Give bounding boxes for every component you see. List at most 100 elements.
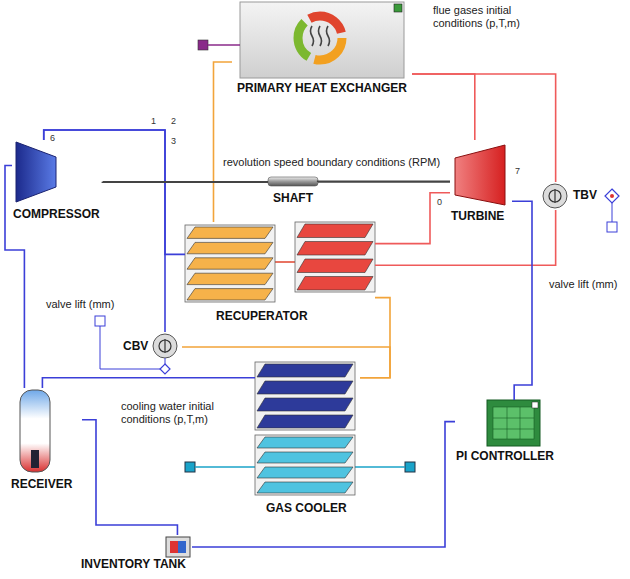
pipe-line [82,420,177,535]
recuperator: RECUPERATOR [185,222,375,330]
pipe-line [103,181,268,184]
illustration-part [255,362,355,430]
port-number: 6 [49,133,56,143]
pipe-line [44,130,185,254]
component-label: COMPRESSOR [12,208,101,222]
note-label: revolution speed boundary conditions (RP… [222,156,441,169]
component-label: INVENTORY TANK [80,558,187,572]
note-label: valve lift (mm) [548,278,618,291]
plate-stack [295,222,375,292]
gas-cooler: GAS COOLER [255,362,360,520]
component-label: PI CONTROLLER [455,450,555,464]
plate-stack [185,225,275,302]
illustration-part [100,326,160,369]
component-label: SHAFT [272,192,314,206]
illustration-part [607,222,617,232]
illustration-part [185,462,195,472]
pipe-line [44,130,165,332]
illustration-part [257,381,353,394]
illustration-part [153,334,177,358]
illustration-part [549,190,561,202]
port-number: 2 [170,116,177,126]
component-label: RECUPERATOR [215,310,309,324]
illustration-part [311,26,330,46]
illustration-part [297,259,373,273]
illustration-part [160,364,170,374]
receiver-icon [20,390,50,472]
plate-stacks [185,222,375,495]
illustration-part [605,189,619,203]
pipe-line [42,378,255,388]
shaft-icon [268,177,318,186]
compressor: COMPRESSOR [12,140,103,225]
heat-exchanger: PRIMARY HEAT EXCHANGER [232,2,412,102]
illustration-part [297,242,373,256]
component-label: CBV [122,340,149,354]
illustration-part [255,435,355,495]
bypass-valve: TBV [542,182,604,210]
pipe-line [375,210,556,265]
component-label: GAS COOLER [265,502,348,516]
illustration-part [298,16,342,60]
port-number: 1 [150,116,157,126]
illustration-part [295,222,375,292]
illustration-part [187,273,273,284]
plate-stack [255,362,355,430]
pipe-line [192,422,455,547]
component-label: TBV [572,189,598,203]
port-number: 7 [514,166,521,176]
illustration-part [195,466,255,468]
pipe-line [318,181,450,184]
illustration-part [298,16,342,60]
turbine: TURBINE [450,140,512,225]
pipe-line [412,74,475,140]
pipe-line [5,166,24,389]
illustration-part [532,402,538,408]
illustration-part [95,316,105,326]
illustration-part [178,541,186,553]
note-label: flue gases initial conditions (p,T,m) [432,4,559,29]
illustration-part [297,224,373,238]
component-label: RECEIVER [10,478,73,492]
inventory-tank: INVENTORY TANK [80,535,192,575]
primary-heat-exchanger-icon [198,2,404,78]
note-label: valve lift (mm) [45,298,115,311]
illustration-part [257,398,353,411]
illustration-part [554,189,555,203]
illustration-part [298,16,342,60]
illustration-part [394,4,402,12]
illustration-part [31,450,39,468]
illustration-part [165,358,166,364]
component-label: TURBINE [450,210,505,224]
turbine-icon [455,145,505,205]
illustration-part [257,452,353,463]
illustration-part [208,44,240,46]
illustration-part [355,466,405,468]
pipe-line [182,347,390,378]
illustration-part [610,194,614,198]
pipe-line [360,298,390,378]
illustration-part [187,258,273,269]
illustration-part [166,537,190,557]
illustration-part [257,482,353,493]
shaft: SHAFT [268,172,318,212]
illustration-part [187,242,273,253]
port-number: 3 [170,136,177,146]
illustration-part [159,340,171,352]
illustration-part [543,184,567,208]
component-label: PRIMARY HEAT EXCHANGER [236,82,408,96]
illustration-part [240,2,404,78]
pipe-line [214,62,233,222]
illustration-part [170,541,178,553]
illustration-part [198,40,208,50]
pi-controller-icon [487,400,540,446]
pi-controller: PI CONTROLLER [455,400,557,472]
illustration-part [257,467,353,478]
recuperator-link [275,261,295,263]
port-number: 0 [436,197,443,207]
pipe-line [512,201,532,400]
illustration-part [257,437,353,448]
plate-stack [255,435,355,495]
illustration-part [612,203,613,222]
receiver: RECEIVER [10,388,82,494]
